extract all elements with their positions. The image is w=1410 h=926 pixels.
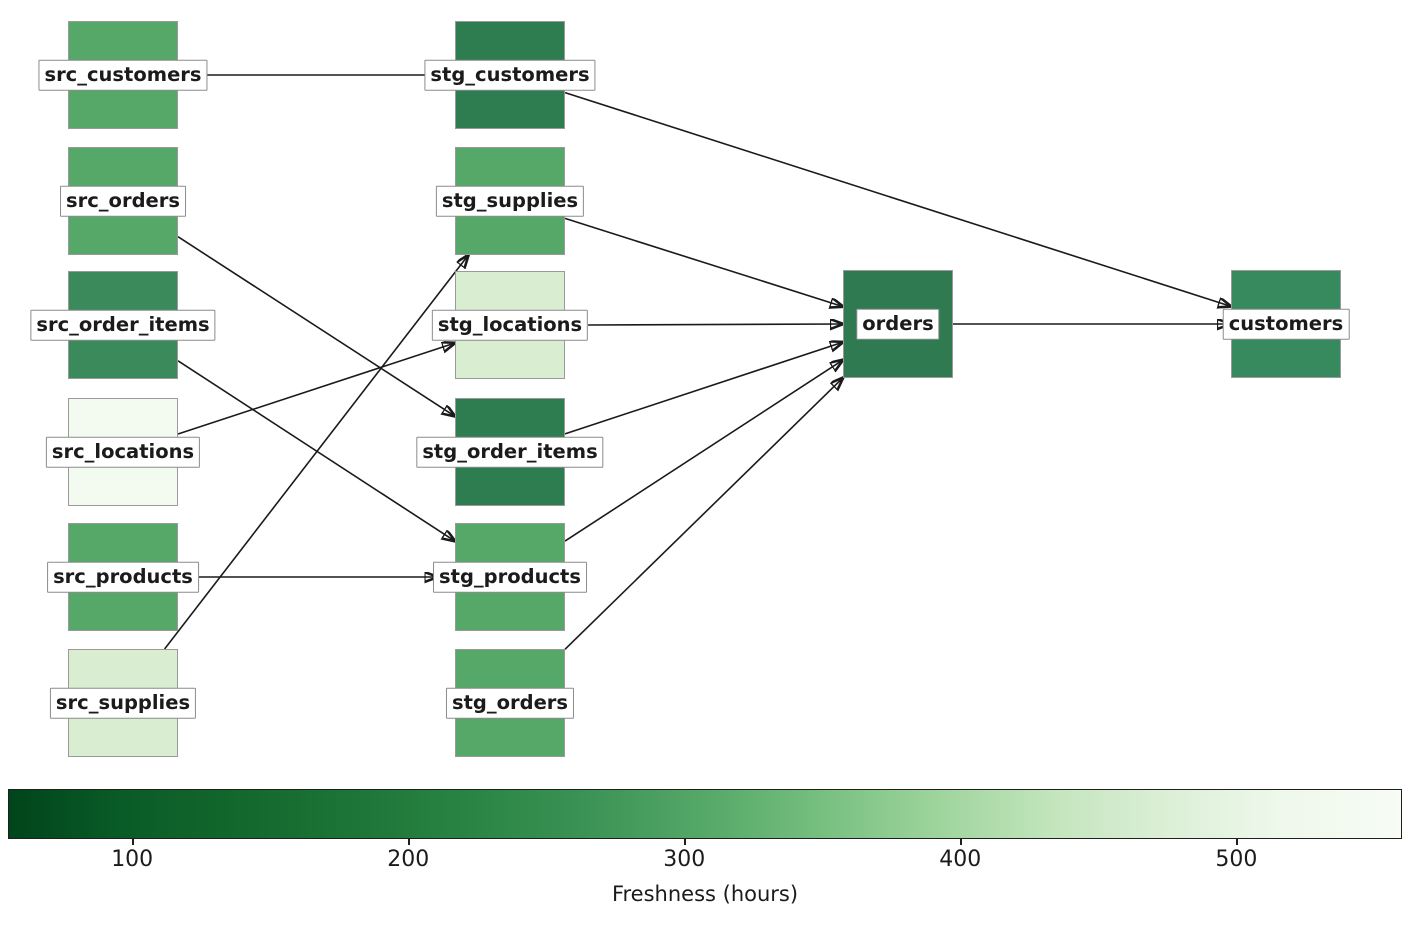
node-label-customers[interactable]: customers (1222, 308, 1350, 340)
colorbar-tick-300 (684, 839, 686, 845)
node-label-stg_locations[interactable]: stg_locations (431, 309, 589, 341)
colorbar-title: Freshness (hours) (611, 882, 799, 906)
node-label-stg_customers[interactable]: stg_customers (424, 59, 596, 91)
colorbar-tick-400 (960, 839, 962, 845)
edge-stg_supplies-to-orders (564, 217, 843, 306)
colorbar-tick-label-100: 100 (111, 847, 154, 872)
colorbar-tick-label-500: 500 (1215, 847, 1258, 872)
colorbar-tick-label-200: 200 (387, 847, 430, 872)
edge-src_orders-to-stg_order_items (177, 236, 455, 417)
colorbar: 100 200 300 400 500 Freshness (hours) (8, 789, 1402, 926)
edge-stg_locations-to-orders (588, 324, 843, 325)
node-label-stg_orders[interactable]: stg_orders (445, 687, 575, 719)
node-label-stg_order_items[interactable]: stg_order_items (416, 436, 604, 468)
node-label-src_supplies[interactable]: src_supplies (49, 687, 197, 719)
colorbar-tick-label-300: 300 (663, 847, 706, 872)
node-label-stg_supplies[interactable]: stg_supplies (435, 185, 585, 217)
edge-stg_order_items-to-orders (564, 342, 843, 435)
edge-src_locations-to-stg_locations (177, 343, 455, 435)
node-label-src_orders[interactable]: src_orders (60, 185, 186, 217)
colorbar-tick-500 (1236, 839, 1238, 845)
node-label-src_products[interactable]: src_products (47, 561, 199, 593)
node-label-src_customers[interactable]: src_customers (38, 59, 208, 91)
node-label-stg_products[interactable]: stg_products (433, 561, 587, 593)
node-label-src_locations[interactable]: src_locations (45, 436, 201, 468)
node-label-orders[interactable]: orders (856, 308, 940, 340)
edge-stg_products-to-orders (564, 360, 843, 542)
edge-src_supplies-to-stg_supplies (163, 255, 469, 650)
colorbar-tick-200 (408, 839, 410, 845)
colorbar-tick-100 (132, 839, 134, 845)
colorbar-gradient (8, 789, 1402, 839)
node-label-src_order_items[interactable]: src_order_items (30, 309, 216, 341)
edge-stg_orders-to-orders (564, 378, 843, 650)
colorbar-tick-label-400: 400 (939, 847, 982, 872)
edge-stg_customers-to-customers (564, 91, 1231, 307)
